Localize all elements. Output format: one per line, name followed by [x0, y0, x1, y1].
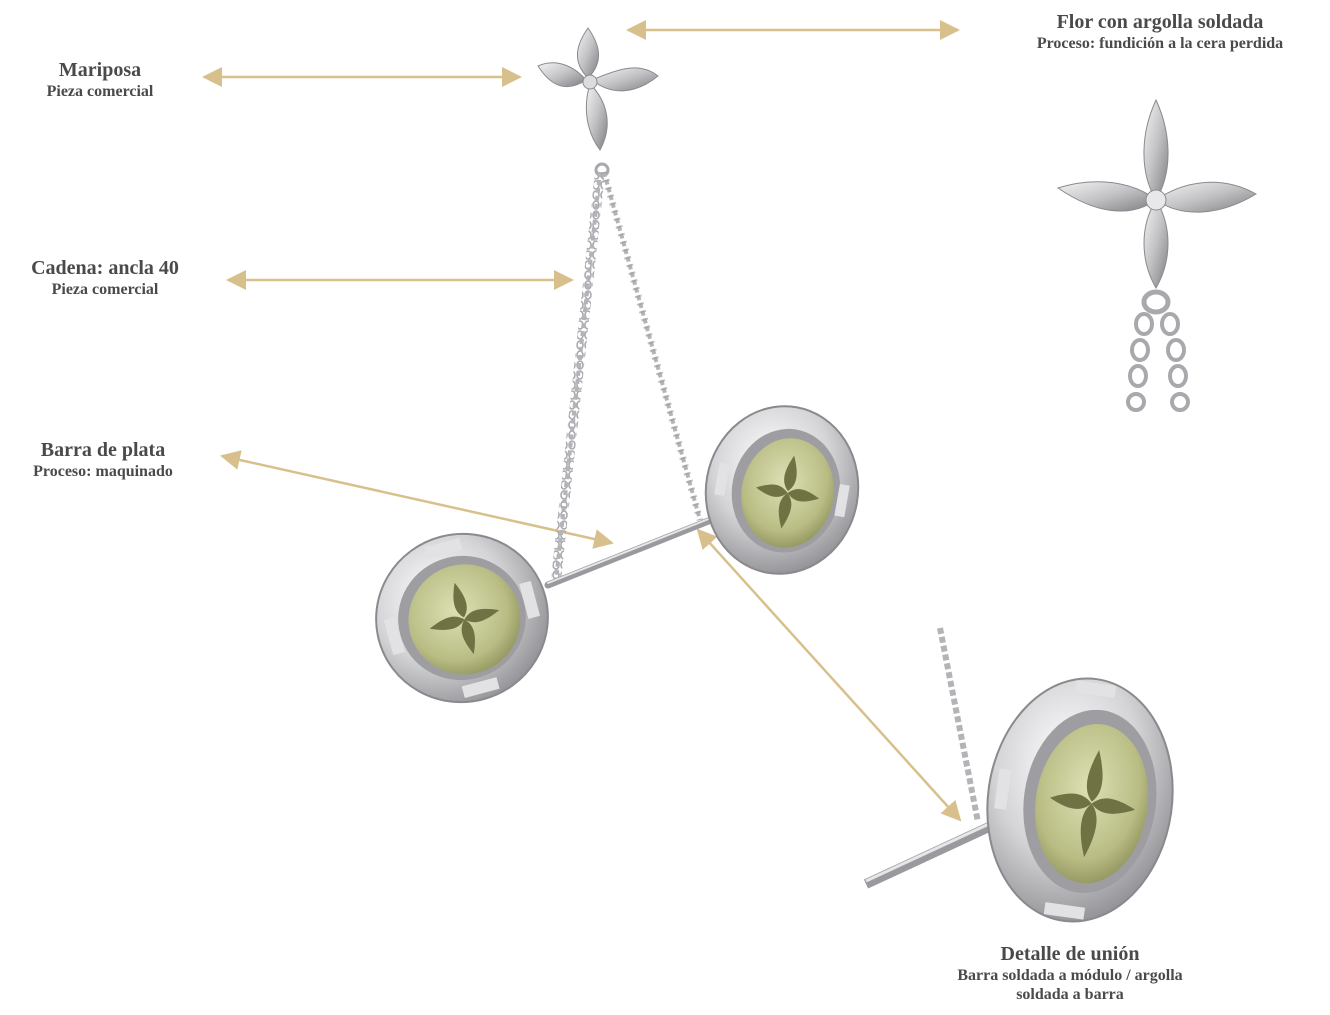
label-flor-subtitle: Proceso: fundición a la cera perdida [990, 34, 1330, 53]
module-left-icon [357, 515, 567, 722]
label-detalle-title: Detalle de unión [905, 942, 1235, 966]
arrow-detalle [698, 530, 960, 820]
label-mariposa-subtitle: Pieza comercial [10, 82, 190, 101]
label-detalle-subtitle-2: soldada a barra [905, 985, 1235, 1004]
label-detalle: Detalle de unión Barra soldada a módulo … [905, 942, 1235, 1004]
module-right-icon [693, 394, 872, 586]
arrow-barra [222, 456, 612, 543]
label-cadena-subtitle: Pieza comercial [10, 280, 200, 299]
label-mariposa: Mariposa Pieza comercial [10, 58, 190, 101]
flower-top-icon [538, 28, 658, 176]
label-barra-subtitle: Proceso: maquinado [8, 462, 198, 481]
chain-icon [556, 172, 700, 580]
joint-detail-icon [866, 628, 1188, 934]
label-cadena: Cadena: ancla 40 Pieza comercial [10, 256, 200, 299]
label-barra-title: Barra de plata [8, 438, 198, 462]
label-cadena-title: Cadena: ancla 40 [10, 256, 200, 280]
silver-bar [548, 516, 716, 585]
label-mariposa-title: Mariposa [10, 58, 190, 82]
flower-detail-icon [1058, 100, 1256, 410]
label-flor: Flor con argolla soldada Proceso: fundic… [990, 10, 1330, 53]
label-detalle-subtitle-1: Barra soldada a módulo / argolla [905, 966, 1235, 985]
label-flor-title: Flor con argolla soldada [990, 10, 1330, 34]
label-barra: Barra de plata Proceso: maquinado [8, 438, 198, 481]
